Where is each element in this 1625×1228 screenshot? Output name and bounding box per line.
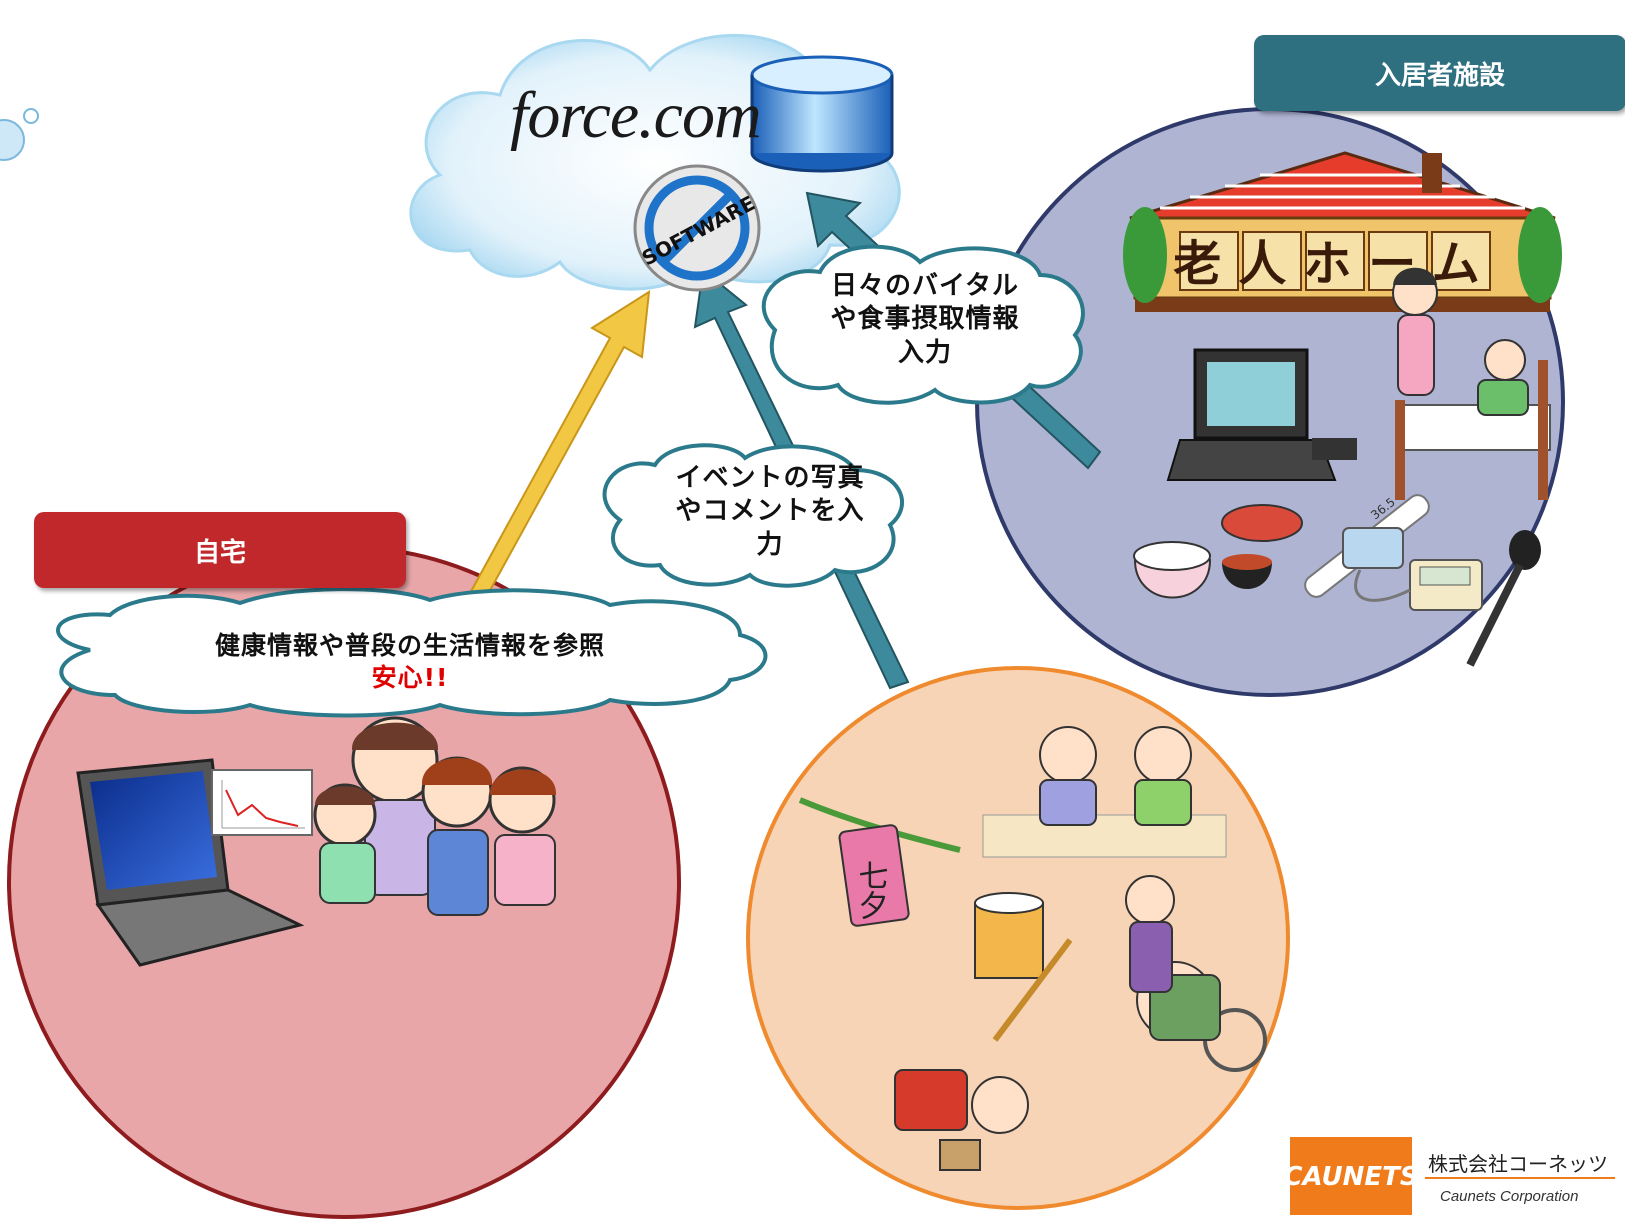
bubble-vitals-shape xyxy=(761,244,1085,405)
blood-pressure-monitor-icon xyxy=(1342,527,1483,611)
wheelchair-illustration xyxy=(1125,875,1267,1072)
meal-illustration xyxy=(1133,504,1303,599)
facility-tab-label: 入居者施設 xyxy=(1374,60,1505,91)
caregiver-and-patient-illustration xyxy=(1392,267,1551,500)
home-tab-label: 自宅 xyxy=(193,537,246,568)
health-chart-icon xyxy=(211,769,313,836)
bubble-events-shape xyxy=(602,443,904,588)
bubble-home-shape xyxy=(56,587,768,718)
setsubun-illustration xyxy=(894,1069,1029,1171)
no-software-icon: SOFTWARE xyxy=(633,164,761,292)
facility-tab: 入居者施設 xyxy=(1254,35,1625,111)
family-illustration xyxy=(313,716,557,916)
bubble-vitals-text: 日々のバイタル や食事摂取情報 入力 xyxy=(805,270,1045,370)
tanabata-illustration: 七夕 xyxy=(798,797,961,927)
bubble-events-text: イベントの写真 やコメントを入 力 xyxy=(650,462,890,562)
tanabata-tag: 七夕 xyxy=(853,860,888,920)
database-icon xyxy=(750,55,894,173)
force-com-logo: force.com xyxy=(510,79,762,152)
microphone-icon xyxy=(1466,530,1541,667)
bubble-home-text: 健康情報や普段の生活情報を参照 安心!! xyxy=(120,630,700,694)
bubble-events-line: 力 xyxy=(756,529,784,560)
home-tab: 自宅 xyxy=(34,512,406,588)
elderly-crafts-illustration xyxy=(982,726,1227,858)
bubble-events-line: イベントの写真 xyxy=(675,463,865,493)
nursing-home-sign: 老人ホーム xyxy=(1173,236,1497,292)
decorative-bubbles xyxy=(0,108,39,161)
facility-computer-icon xyxy=(1166,348,1357,481)
company-name-en: Caunets Corporation xyxy=(1440,1188,1579,1205)
company-logo-text: CAUNETS xyxy=(1283,1162,1418,1192)
mochi-pounding-illustration xyxy=(974,892,1073,1042)
bubble-vitals-line: や食事摂取情報 xyxy=(830,304,1020,335)
bubble-vitals-line: 日々のバイタル xyxy=(831,271,1019,301)
home-laptop-icon xyxy=(76,758,305,967)
bubble-events-line: やコメントを入 xyxy=(675,496,865,527)
company-name-jp: 株式会社コーネッツ xyxy=(1428,1152,1608,1176)
nursing-home-illustration: 老人ホーム xyxy=(1123,151,1562,312)
bubble-vitals-line: 入力 xyxy=(897,337,952,368)
bubble-home-line1: 健康情報や普段の生活情報を参照 xyxy=(214,631,605,660)
bubble-home-alert: 安心!! xyxy=(371,663,449,692)
company-logo: CAUNETS xyxy=(1283,1137,1615,1215)
arrow-home-to-cloud xyxy=(461,290,651,616)
